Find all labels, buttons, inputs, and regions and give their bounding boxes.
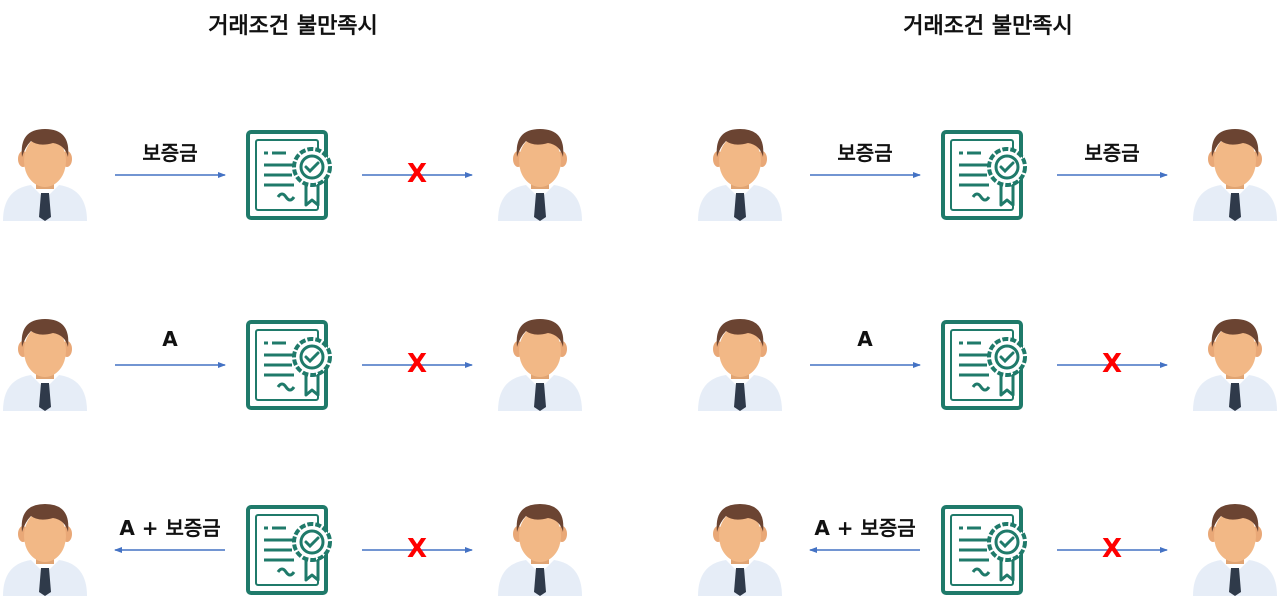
certificate-icon: [941, 320, 1027, 410]
flow-label: A: [857, 327, 873, 351]
flow-label: A + 보증금: [814, 516, 916, 540]
party-b-icon: [1193, 504, 1277, 596]
party-b-icon: [1193, 129, 1277, 221]
party-a-icon: [3, 319, 87, 411]
blocked-mark: X: [1101, 534, 1123, 564]
flow-label: 보증금: [142, 141, 198, 165]
certificate-icon: [246, 320, 332, 410]
certificate-icon: [246, 505, 332, 595]
certificate-icon: [941, 130, 1027, 220]
party-b-icon: [1193, 319, 1277, 411]
certificate-icon: [246, 130, 332, 220]
party-a-icon: [698, 319, 782, 411]
party-b-icon: [498, 129, 582, 221]
blocked-mark: X: [406, 534, 428, 564]
party-a-icon: [3, 129, 87, 221]
blocked-mark: X: [406, 159, 428, 189]
blocked-mark: X: [1101, 349, 1123, 379]
party-b-icon: [498, 319, 582, 411]
party-a-icon: [698, 504, 782, 596]
panel-title: 거래조건 불만족시: [903, 14, 1073, 39]
party-a-icon: [3, 504, 87, 596]
flow-label: 보증금: [837, 141, 893, 165]
party-a-icon: [698, 129, 782, 221]
party-b-icon: [498, 504, 582, 596]
panel-title: 거래조건 불만족시: [208, 14, 378, 39]
blocked-mark: X: [406, 349, 428, 379]
flow-label: 보증금: [1084, 141, 1140, 165]
flow-label: A: [162, 327, 178, 351]
certificate-icon: [941, 505, 1027, 595]
flow-label: A + 보증금: [119, 516, 221, 540]
